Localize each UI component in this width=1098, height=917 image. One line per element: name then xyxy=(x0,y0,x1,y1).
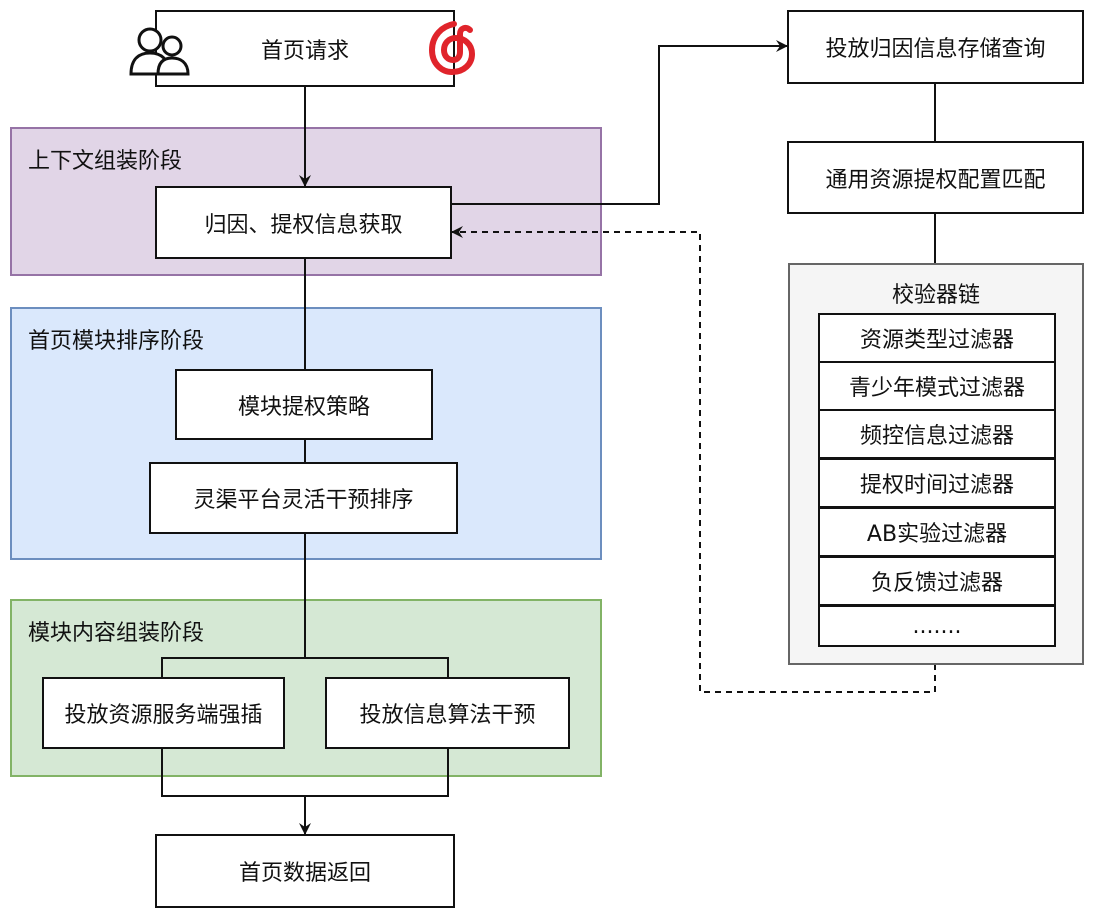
filter-label: 资源类型过滤器 xyxy=(859,328,1014,353)
node-label: 首页数据返回 xyxy=(238,861,371,886)
filter-label: 青少年模式过滤器 xyxy=(848,376,1025,401)
filter-item[interactable]: 频控信息过滤器 xyxy=(818,409,1056,459)
filter-item[interactable]: 负反馈过滤器 xyxy=(818,556,1056,606)
node-config-match[interactable]: 通用资源提权配置匹配 xyxy=(787,141,1084,214)
node-return-data[interactable]: 首页数据返回 xyxy=(155,834,455,908)
stage-title: 模块内容组装阶段 xyxy=(28,621,205,646)
node-label: 投放信息算法干预 xyxy=(359,703,536,728)
node-label: 归因、提权信息获取 xyxy=(204,212,403,238)
validator-chain-title: 校验器链 xyxy=(891,283,980,308)
filter-label: ....... xyxy=(912,613,962,639)
node-homepage-request[interactable]: 首页请求 xyxy=(155,10,455,87)
filter-label: AB实验过滤器 xyxy=(866,522,1008,547)
node-lingqu-sort[interactable]: 灵渠平台灵活干预排序 xyxy=(149,462,458,534)
node-attribution-fetch[interactable]: 归因、提权信息获取 xyxy=(155,186,452,259)
stage-title: 上下文组装阶段 xyxy=(28,149,183,174)
node-label: 模块提权策略 xyxy=(237,394,370,420)
node-label: 通用资源提权配置匹配 xyxy=(825,167,1046,193)
node-label: 首页请求 xyxy=(260,38,349,64)
stage-title: 首页模块排序阶段 xyxy=(28,329,205,354)
filter-item[interactable]: 资源类型过滤器 xyxy=(818,313,1056,363)
filter-item-more[interactable]: ....... xyxy=(818,605,1056,647)
filter-label: 负反馈过滤器 xyxy=(870,571,1003,596)
filter-item[interactable]: 提权时间过滤器 xyxy=(818,458,1056,508)
users-icon xyxy=(128,26,192,78)
node-label: 投放归因信息存储查询 xyxy=(825,37,1046,62)
filter-item[interactable]: 青少年模式过滤器 xyxy=(818,361,1056,411)
node-algo-intervene[interactable]: 投放信息算法干预 xyxy=(325,677,570,749)
filter-item[interactable]: AB实验过滤器 xyxy=(818,507,1056,557)
netease-music-logo-icon xyxy=(420,14,480,78)
filter-label: 频控信息过滤器 xyxy=(859,424,1014,449)
node-attribution-storage-query[interactable]: 投放归因信息存储查询 xyxy=(787,10,1084,84)
node-server-insert[interactable]: 投放资源服务端强插 xyxy=(42,677,285,749)
node-label: 灵渠平台灵活干预排序 xyxy=(193,488,414,513)
filter-label: 提权时间过滤器 xyxy=(859,473,1014,498)
node-module-boost-strategy[interactable]: 模块提权策略 xyxy=(175,369,433,440)
node-label: 投放资源服务端强插 xyxy=(64,703,263,728)
validator-chain: 校验器链 资源类型过滤器 青少年模式过滤器 频控信息过滤器 提权时间过滤器 AB… xyxy=(788,263,1084,665)
